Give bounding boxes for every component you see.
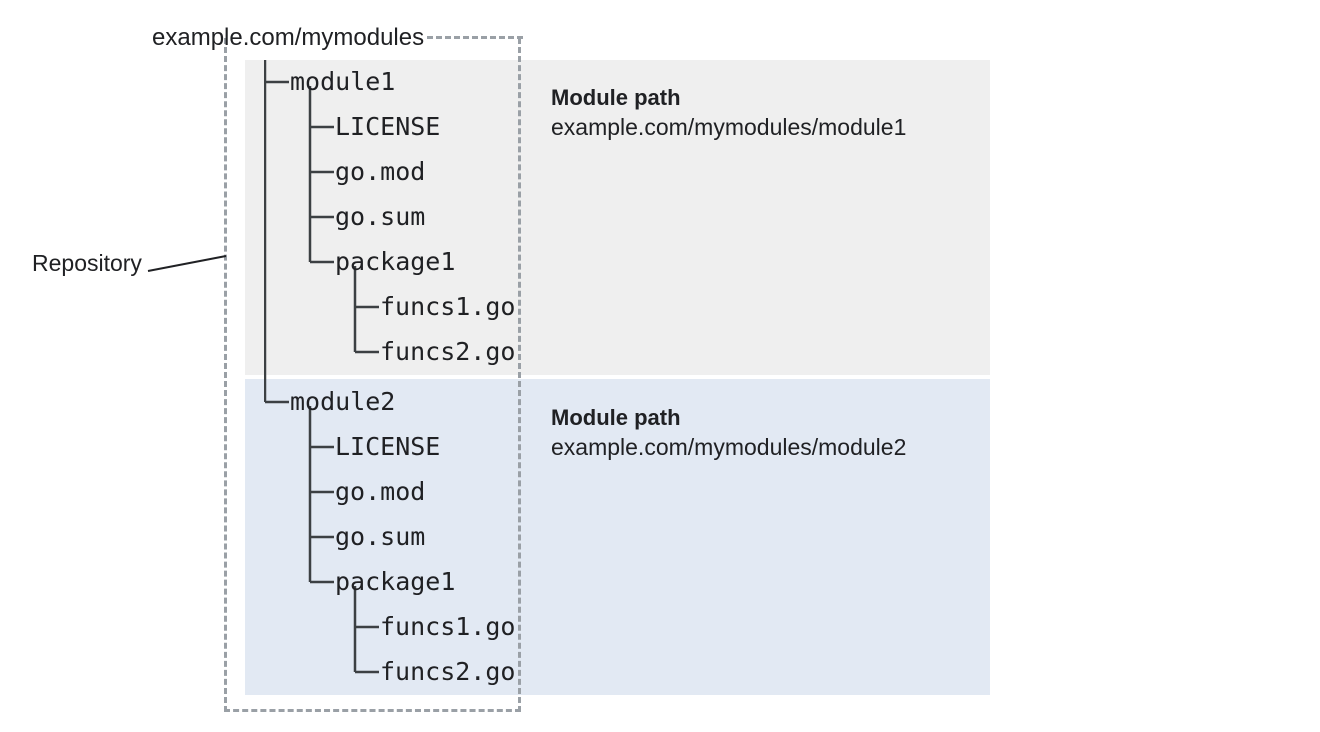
tree-node-module1-funcs1: funcs1.go	[380, 292, 516, 321]
tree-node-module2-funcs1: funcs1.go	[380, 612, 516, 641]
tree-node-module2-package1: package1	[335, 567, 456, 596]
module1-path-value: example.com/mymodules/module1	[551, 114, 907, 140]
module2-path-value: example.com/mymodules/module2	[551, 434, 907, 460]
repository-boundary-top-connector	[427, 36, 523, 39]
repository-file-tree: module1 LICENSE go.mod go.sum package1 f…	[264, 60, 594, 700]
module2-path-title: Module path	[551, 405, 681, 430]
tree-node-module2-gomod: go.mod	[335, 477, 426, 506]
root-path-label: example.com/mymodules	[152, 24, 425, 51]
tree-node-module1-funcs2: funcs2.go	[380, 337, 516, 366]
module1-highlight-band	[245, 60, 990, 375]
tree-node-module1-gomod: go.mod	[335, 157, 426, 186]
tree-node-module2-gosum: go.sum	[335, 522, 426, 551]
repository-label: Repository	[32, 250, 142, 276]
tree-node-module2-license: LICENSE	[335, 432, 441, 461]
tree-node-module2-funcs2: funcs2.go	[380, 657, 516, 686]
module2-highlight-band	[245, 379, 990, 695]
tree-node-module2: module2	[290, 387, 396, 416]
tree-connector-lines	[264, 60, 379, 674]
tree-node-module1-gosum: go.sum	[335, 202, 426, 231]
module1-path-annotation: Module path example.com/mymodules/module…	[551, 84, 971, 142]
module1-path-title: Module path	[551, 85, 681, 110]
tree-node-module1: module1	[290, 67, 396, 96]
tree-node-module1-license: LICENSE	[335, 112, 441, 141]
tree-node-module1-package1: package1	[335, 247, 456, 276]
module2-path-annotation: Module path example.com/mymodules/module…	[551, 404, 971, 462]
repository-leader-line	[147, 255, 227, 272]
